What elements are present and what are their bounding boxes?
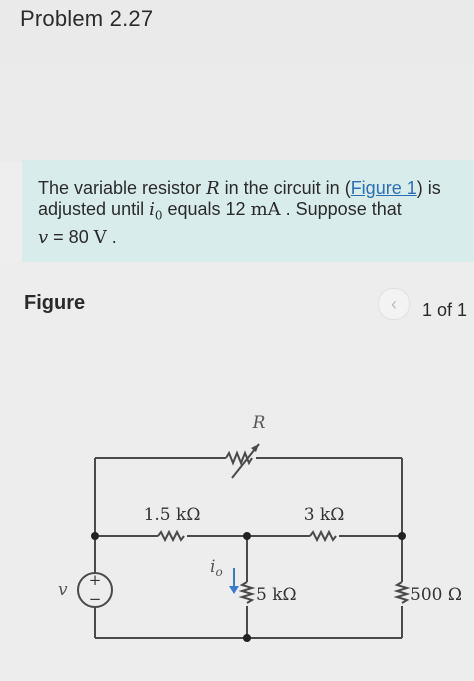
problem-title: Problem 2.27	[20, 6, 154, 31]
resistor-r-zigzag	[225, 450, 253, 466]
node	[243, 634, 251, 642]
current-i: i	[210, 557, 215, 577]
problem-text-1: The variable resistor	[38, 178, 207, 198]
label-source-v: v	[58, 580, 68, 600]
source-minus: −	[89, 590, 102, 608]
problem-text-6: = 80	[48, 226, 94, 247]
chevron-left-icon: ‹	[391, 293, 397, 314]
previous-figure-button[interactable]: ‹	[378, 288, 410, 320]
var-v: v	[38, 226, 49, 248]
resistor-500-zigzag	[393, 581, 411, 604]
resistor-1k5-zigzag	[157, 529, 185, 543]
label-r: R	[252, 413, 266, 433]
label-3k: 3 kΩ	[304, 505, 345, 525]
figure-label: Figure	[24, 292, 86, 314]
label-5k: 5 kΩ	[256, 585, 297, 605]
problem-text-7: .	[106, 226, 117, 247]
figure-link[interactable]: Figure 1	[350, 178, 417, 198]
resistor-5k-zigzag	[238, 581, 256, 604]
node	[398, 532, 406, 540]
intro-band	[0, 62, 474, 162]
variable-arrow-head	[251, 444, 259, 452]
unit-ma: mA	[250, 199, 281, 220]
label-1k5: 1.5 kΩ	[144, 505, 201, 525]
problem-text-5: . Suppose that	[280, 199, 402, 219]
figure-section: Figure ‹ 1 of 1	[0, 262, 474, 681]
resistor-3k-zigzag	[309, 529, 337, 543]
problem-statement: The variable resistor R in the circuit i…	[38, 178, 458, 248]
var-i-sub: 0	[154, 208, 163, 223]
label-500: 500 Ω	[410, 585, 462, 605]
figure-page-count: 1 of 1	[422, 300, 468, 320]
circuit-nodes	[91, 532, 406, 642]
current-arrow-head	[229, 586, 239, 594]
node	[91, 532, 99, 540]
current-sub: o	[215, 565, 222, 579]
var-r: R	[206, 178, 220, 199]
node	[243, 532, 251, 540]
problem-text-2: in the circuit in (	[219, 178, 351, 198]
header-bar: Problem 2.27	[0, 0, 474, 62]
circuit-diagram: + − R 1.5 kΩ 3 kΩ 5 kΩ 500 Ω v io	[58, 413, 462, 642]
problem-statement-box: The variable resistor R in the circuit i…	[22, 160, 474, 262]
source-plus: +	[89, 571, 102, 589]
circuit-wires	[94, 443, 411, 639]
problem-text-3: ) is adjusted until	[38, 178, 441, 219]
problem-text-4: equals 12	[162, 199, 251, 219]
voltage-source	[77, 572, 113, 608]
var-i: i	[149, 199, 155, 220]
label-current-i: io	[210, 557, 223, 579]
unit-v: V	[93, 226, 107, 248]
